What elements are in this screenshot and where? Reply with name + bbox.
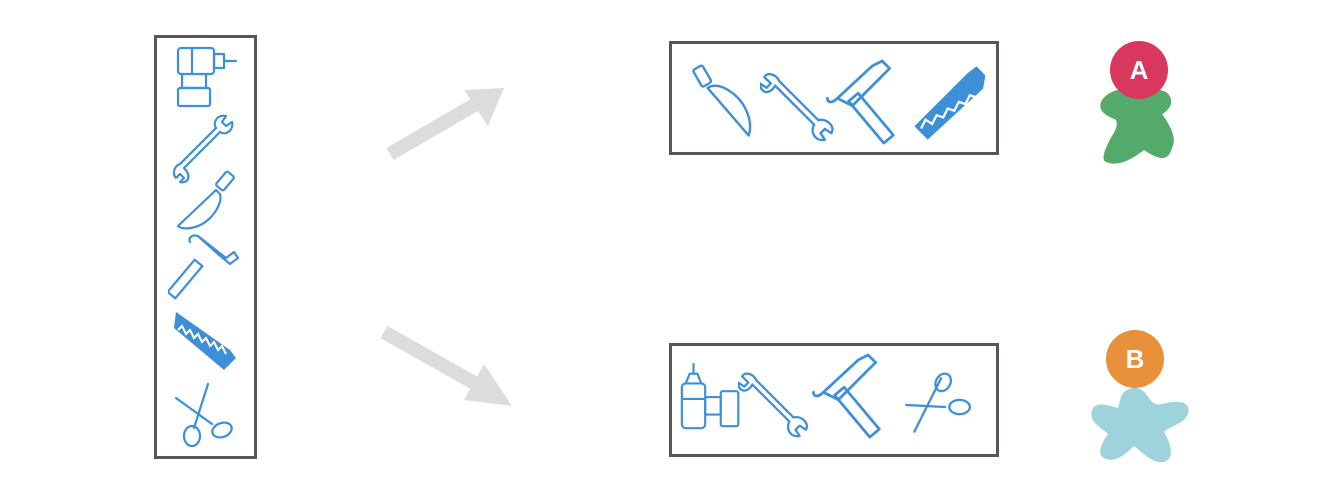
hammer-icon <box>812 353 881 439</box>
person-b-figure <box>1091 387 1189 463</box>
arrow-to-bundle-a <box>386 88 504 161</box>
hammer-icon <box>168 234 240 300</box>
scissors-icon <box>905 372 971 433</box>
bundle-a-box <box>669 41 999 155</box>
bundle-b-box <box>669 343 999 457</box>
drill-icon <box>176 46 238 108</box>
wrench-icon <box>760 72 834 142</box>
knife-icon <box>692 64 752 137</box>
glue-bottle-icon <box>680 362 740 430</box>
person-a-figure <box>1100 89 1174 164</box>
wrench-icon <box>738 372 808 438</box>
knife-icon <box>176 170 235 230</box>
hammer-icon <box>826 59 895 145</box>
bundle-a-badge: A <box>1110 41 1168 99</box>
bundle-b-badge: B <box>1106 330 1164 388</box>
source-tool-box <box>154 35 257 459</box>
wrench-icon <box>172 114 234 184</box>
saw-icon <box>914 66 986 140</box>
arrow-to-bundle-b <box>380 325 512 406</box>
saw-icon <box>174 312 236 370</box>
scissors-icon <box>174 382 233 448</box>
